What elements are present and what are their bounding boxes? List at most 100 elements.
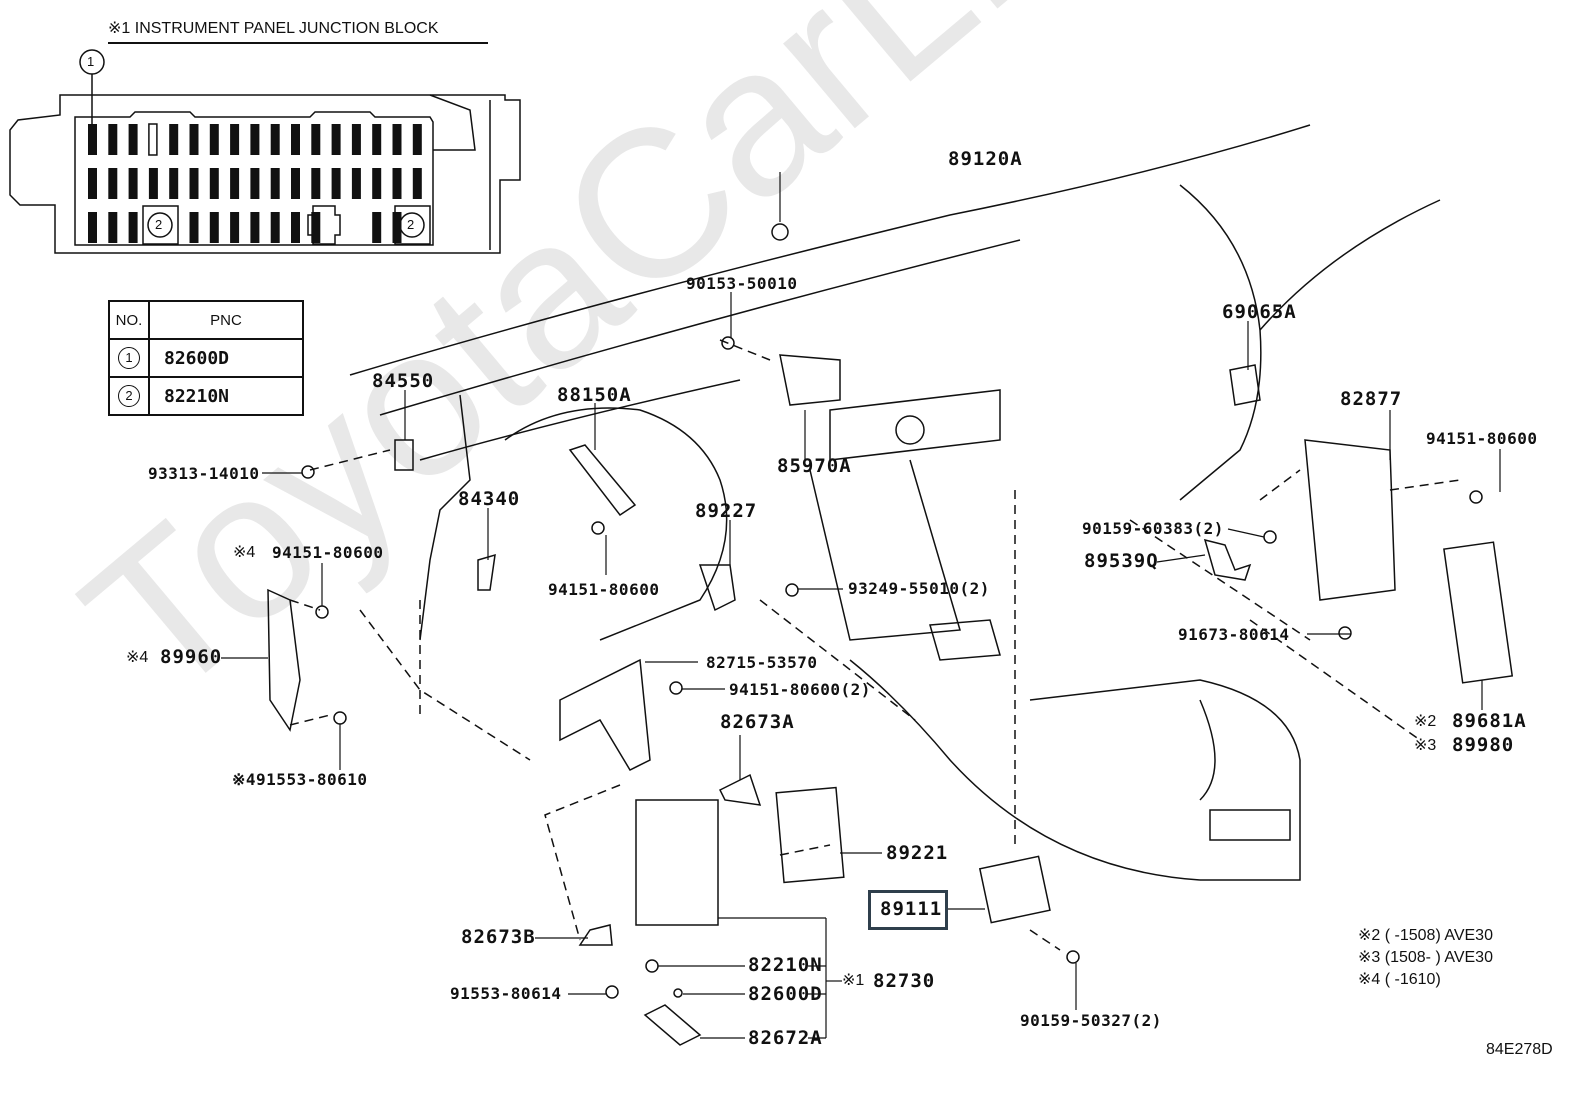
switch-85970A-shape xyxy=(779,354,841,406)
part-label-90153-50010[interactable]: 90153-50010 xyxy=(686,274,798,293)
highlighted-part-box[interactable]: 89111 xyxy=(868,890,948,930)
part-label-91553-80614[interactable]: 91553-80614 xyxy=(450,984,562,1003)
diagram-code: 84E278D xyxy=(1486,1041,1553,1058)
part-label-89539Q[interactable]: 89539Q xyxy=(1084,550,1159,572)
pnc-table: NO. PNC 1 82600D 2 82210N xyxy=(108,300,304,416)
cover-82672A-shape xyxy=(643,1004,702,1046)
pnc-table-header: NO. PNC xyxy=(108,300,304,340)
fuse-slot xyxy=(392,124,402,155)
bracket-89539Q-shape xyxy=(1203,538,1252,581)
fuse-slot xyxy=(128,212,138,243)
header-pnc: PNC xyxy=(148,300,304,340)
fuse-slot xyxy=(270,124,280,155)
part-label-82210N[interactable]: 82210N xyxy=(748,954,823,976)
bracket-82877-shape xyxy=(1304,439,1396,601)
switch-69065A-shape xyxy=(1229,364,1261,406)
fuse-slot-empty xyxy=(148,123,158,156)
part-label-69065A[interactable]: 69065A xyxy=(1222,301,1297,323)
meter-88150A-shape xyxy=(568,444,637,517)
callout-1: 1 xyxy=(87,54,95,69)
fuse-slot xyxy=(372,124,382,155)
part-label-89960[interactable]: 89960 xyxy=(160,646,223,668)
note-line: ※4 ( -1610) xyxy=(1358,971,1441,988)
fuse-slot xyxy=(331,124,341,155)
part-label-90159-50327[interactable]: 90159-50327(2) xyxy=(1020,1011,1162,1030)
part-label-82877[interactable]: 82877 xyxy=(1340,388,1403,410)
fuse-slot xyxy=(311,168,321,199)
part-84550-shape xyxy=(394,439,414,471)
part-label-89120A[interactable]: 89120A xyxy=(948,148,1023,170)
part-label-93313-14010[interactable]: 93313-14010 xyxy=(148,464,260,483)
fuse-slot xyxy=(128,168,138,199)
fuse-slot xyxy=(230,168,240,199)
fuse-slot xyxy=(372,168,382,199)
part-label-82673A[interactable]: 82673A xyxy=(720,711,795,733)
part-label-82715-53570[interactable]: 82715-53570 xyxy=(706,653,818,672)
variant-mark: ※4 xyxy=(233,544,256,561)
fuse-relay-boxes xyxy=(79,49,431,245)
fuse-slot xyxy=(250,212,260,243)
pnc-value[interactable]: 82600D xyxy=(148,338,304,378)
ecu-89681A-shape xyxy=(1443,541,1514,684)
fuse-slot xyxy=(209,168,219,199)
junction-block-drawing xyxy=(9,94,521,254)
fuse-slot xyxy=(250,124,260,155)
part-label-84340[interactable]: 84340 xyxy=(458,488,521,510)
variant-mark: ※3 xyxy=(1414,737,1437,754)
variant-mark: ※2 xyxy=(1414,713,1437,730)
part-label-93249-55010[interactable]: 93249-55010(2) xyxy=(848,579,990,598)
part-label-88150A[interactable]: 88150A xyxy=(557,384,632,406)
pnc-table-row: 2 82210N xyxy=(108,376,304,416)
fuse-slot xyxy=(250,168,260,199)
part-label-90159-60383[interactable]: 90159-60383(2) xyxy=(1082,519,1224,538)
part-label-89111[interactable]: 89111 xyxy=(880,898,943,920)
part-label-82672A[interactable]: 82672A xyxy=(748,1027,823,1049)
fuse-slot xyxy=(189,168,199,199)
part-label-91553-80610[interactable]: ※491553-80610 xyxy=(232,770,368,789)
part-label-82673B[interactable]: 82673B xyxy=(461,926,536,948)
callout-number: 2 xyxy=(118,385,140,407)
leader-lines xyxy=(221,172,1501,1039)
callout-2: 2 xyxy=(155,217,163,232)
fuse-slot xyxy=(88,168,97,199)
bracket-82715-shape xyxy=(559,658,651,771)
part-label-91673-80614[interactable]: 91673-80614 xyxy=(1178,625,1290,644)
pnc-value[interactable]: 82210N xyxy=(148,376,304,416)
ecu-89221-shape xyxy=(775,786,845,884)
part-label-84550[interactable]: 84550 xyxy=(372,370,435,392)
part-label-94151-80600[interactable]: 94151-80600 xyxy=(548,580,660,599)
part-label-85970A[interactable]: 85970A xyxy=(777,455,852,477)
fuse-slot xyxy=(230,124,240,155)
part-label-94151-80600[interactable]: 94151-80600 xyxy=(1426,429,1538,448)
fuse-slot xyxy=(412,124,422,155)
part-label-82600D[interactable]: 82600D xyxy=(748,983,823,1005)
fuse-slot xyxy=(392,212,402,243)
fuse-slot xyxy=(108,212,118,243)
note-line: ※3 (1508- ) AVE30 xyxy=(1358,949,1493,966)
bracket-89960-shape xyxy=(267,588,301,732)
fuse-slot xyxy=(270,212,280,243)
callout-2: 2 xyxy=(407,217,415,232)
variant-mark: ※4 xyxy=(126,649,149,666)
fuse-slot xyxy=(189,212,199,243)
part-label-94151-80600-2[interactable]: 94151-80600(2) xyxy=(729,680,871,699)
fuse-slot xyxy=(351,124,361,155)
fuse-slot xyxy=(291,212,300,243)
part-label-89681A[interactable]: 89681A xyxy=(1452,710,1527,732)
module-89111-shape xyxy=(978,855,1051,924)
fuse-slot xyxy=(169,124,179,155)
part-label-89227[interactable]: 89227 xyxy=(695,500,758,522)
fuse-slot xyxy=(311,124,321,155)
part-label-94151-80600[interactable]: 94151-80600 xyxy=(272,543,384,562)
junction-block-82730-shape xyxy=(635,799,719,926)
fuse-slot xyxy=(169,168,179,199)
fuse-slot xyxy=(331,168,341,199)
fuse-slot xyxy=(108,124,118,155)
fuse-slot xyxy=(148,168,158,199)
fuse-slot xyxy=(311,212,321,243)
fuse-slot xyxy=(291,168,300,199)
part-label-82730[interactable]: 82730 xyxy=(873,970,936,992)
part-label-89221[interactable]: 89221 xyxy=(886,842,949,864)
part-label-89980[interactable]: 89980 xyxy=(1452,734,1515,756)
